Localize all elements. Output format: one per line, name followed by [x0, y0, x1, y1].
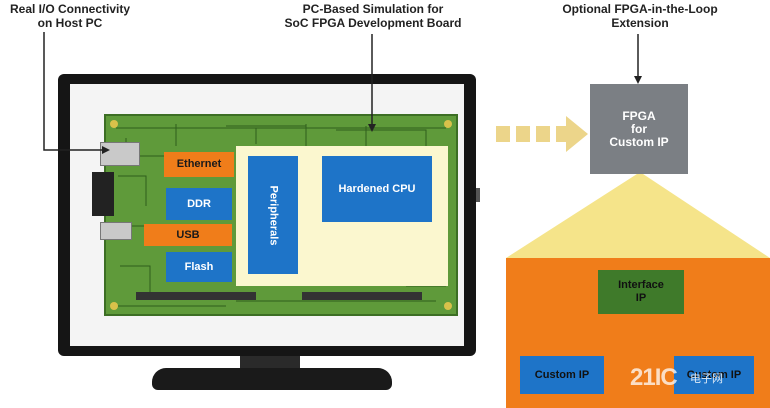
ddr-label: DDR: [187, 197, 211, 210]
real-io-arrow: [43, 32, 102, 151]
ddr-block: DDR: [166, 188, 232, 220]
monitor-side-button: [476, 188, 480, 202]
real-io-line-1: Real I/O Connectivity: [9, 2, 131, 16]
fpga-line-1: FPGA: [622, 108, 656, 123]
optional-fpga-label: Optional FPGA-in-the-Loop Extension: [540, 2, 740, 30]
pc-simulation-label: PC-Based Simulation for SoC FPGA Develop…: [258, 2, 488, 30]
watermark-logo: 21IC: [630, 364, 678, 392]
usb-port-stack: [92, 172, 114, 216]
interface-line-2: IP: [635, 292, 647, 304]
ethernet-port: [100, 142, 140, 166]
peripherals-block: Peripherals: [248, 156, 298, 274]
flash-block: Flash: [166, 252, 232, 282]
fpga-box: FPGA for Custom IP: [590, 84, 688, 174]
pc-sim-line-1: PC-Based Simulation for: [302, 2, 444, 16]
hardened-cpu-label: Hardened CPU: [338, 182, 416, 195]
real-io-label: Real I/O Connectivity on Host PC: [0, 2, 140, 30]
monitor-base: [152, 368, 392, 390]
custom-ip-left-block: Custom IP: [520, 356, 604, 394]
watermark-logo-text: 21IC: [630, 364, 678, 391]
usb-label: USB: [176, 228, 200, 241]
real-io-line-2: on Host PC: [37, 16, 103, 30]
pc-sim-line-2: SoC FPGA Development Board: [284, 16, 462, 30]
expansion-cone: [506, 172, 770, 258]
ethernet-label: Ethernet: [176, 158, 222, 170]
optional-line-2: Extension: [611, 16, 669, 30]
custom-ip-right-block: Custom IP: [674, 356, 754, 394]
sd-slot: [100, 222, 132, 240]
ethernet-block: Ethernet: [164, 152, 234, 177]
fpga-line-2: for: [631, 121, 647, 136]
interface-line-1: Interface: [618, 279, 664, 291]
fpga-line-3: Custom IP: [609, 134, 669, 149]
hardened-cpu-block: Hardened CPU: [322, 156, 432, 222]
custom-ip-right-label: Custom IP: [686, 368, 742, 381]
flash-label: Flash: [184, 260, 214, 273]
optional-line-1: Optional FPGA-in-the-Loop: [562, 2, 718, 16]
watermark-sub-label: 电子网: [690, 373, 723, 385]
dashed-block-arrow: [496, 116, 588, 152]
custom-ip-left-label: Custom IP: [534, 368, 590, 381]
usb-block: USB: [144, 224, 232, 246]
bottom-connector-left: [136, 292, 256, 300]
watermark-subtext: 电子网: [690, 370, 723, 386]
bottom-connector-right: [302, 292, 422, 300]
interface-ip-block: Interface IP: [598, 270, 684, 314]
